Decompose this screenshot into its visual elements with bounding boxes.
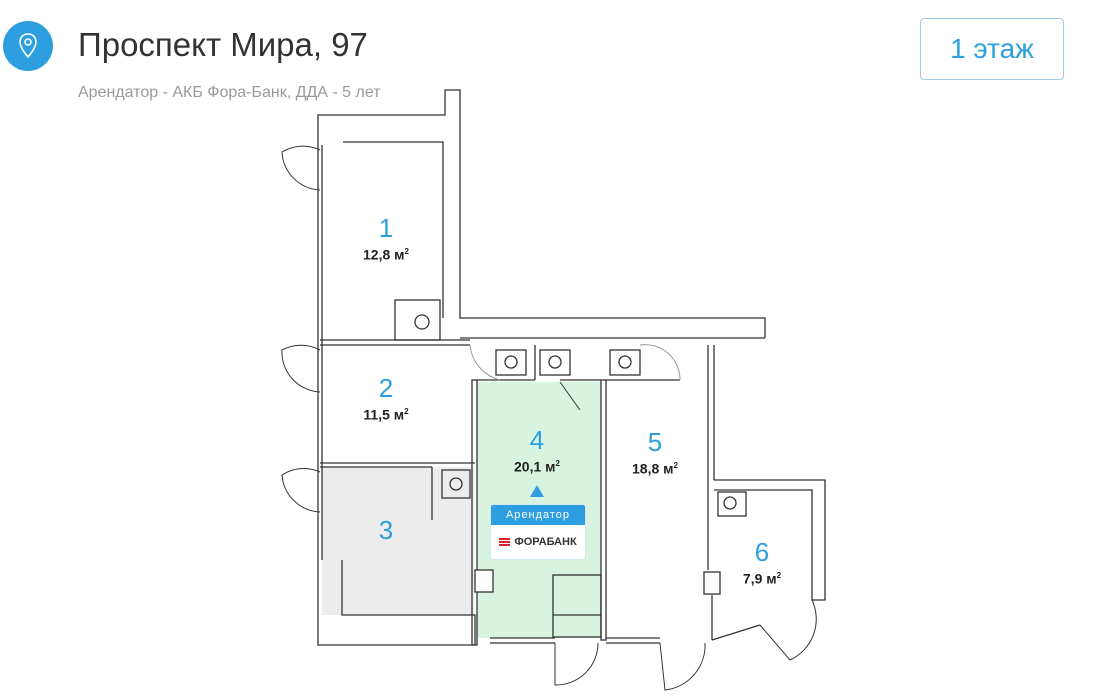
- map-pin-icon: [3, 21, 53, 71]
- room-5[interactable]: 5 18,8 м2: [632, 427, 678, 477]
- room-3-fill: [322, 467, 474, 615]
- room-1[interactable]: 1 12,8 м2: [363, 213, 409, 263]
- bank-logo-icon: [499, 537, 511, 547]
- tenant-pointer-icon: [530, 485, 544, 497]
- tenant-label: Арендатор: [491, 505, 585, 525]
- room-4[interactable]: 4 20,1 м2: [514, 425, 560, 475]
- page-subtitle: Арендатор - АКБ Фора-Банк, ДДА - 5 лет: [78, 84, 381, 101]
- floor-selector-button[interactable]: 1 этаж: [920, 18, 1064, 80]
- tenant-logo: ФОРАБАНК: [491, 525, 585, 559]
- page-title: Проспект Мира, 97: [78, 26, 368, 63]
- room-3[interactable]: 3: [378, 515, 394, 545]
- room-2[interactable]: 2 11,5 м2: [363, 373, 409, 423]
- tenant-badge[interactable]: Арендатор ФОРАБАНК: [490, 504, 586, 560]
- room-6[interactable]: 6 7,9 м2: [742, 537, 782, 587]
